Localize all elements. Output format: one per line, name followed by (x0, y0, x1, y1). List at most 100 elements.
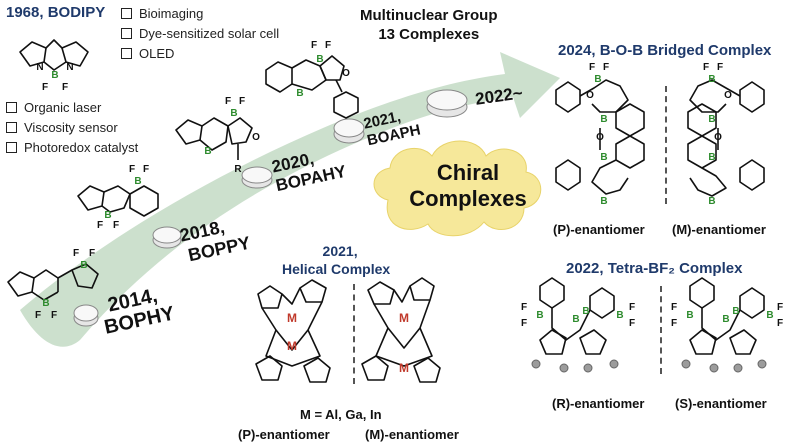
atom-label-b: B (708, 152, 715, 163)
atom-label-f: F (311, 40, 317, 51)
milestone-pill-2022 (426, 89, 468, 118)
atom-label-o: O (724, 90, 732, 101)
helical-name: Helical Complex (282, 261, 391, 277)
atom-label-f: F (717, 62, 723, 73)
bodipy-apps-right: Bioimaging Dye-sensitized solar cell OLE… (121, 6, 279, 61)
bob-p-structure (555, 79, 645, 195)
atom-label-f: F (521, 318, 527, 329)
atom-label-f: F (239, 96, 245, 107)
helical-year: 2021, (322, 243, 358, 259)
atom-label-f: F (97, 220, 103, 231)
atom-label-f: F (35, 310, 41, 321)
tetra-substituent-spheres (531, 359, 767, 373)
atom-label-n: N (36, 62, 43, 73)
tetra-divider (660, 286, 662, 374)
atom-label-b: B (708, 196, 715, 207)
app-label: Photoredox catalyst (24, 140, 139, 155)
atom-label-b: B (296, 88, 303, 99)
bob-right-label: (M)-enantiomer (672, 222, 766, 237)
atom-label-b: B (582, 306, 589, 317)
atom-label-b: B (616, 310, 623, 321)
app-item: Dye-sensitized solar cell (121, 26, 279, 41)
app-label: Bioimaging (139, 6, 204, 21)
atom-label-f: F (589, 62, 595, 73)
atom-label-f: F (629, 302, 635, 313)
atom-label-b: B (708, 74, 715, 85)
atom-label-f: F (325, 40, 331, 51)
helical-title: 2021, Helical Complex (282, 242, 390, 278)
atom-label-b: B (316, 54, 323, 65)
bophy-structure (7, 263, 99, 301)
tetra-s-structure (689, 277, 765, 355)
atom-label-b: B (722, 314, 729, 325)
atom-label-n: N (66, 62, 73, 73)
atom-label-b: B (594, 74, 601, 85)
atom-label-b: B (42, 298, 49, 309)
helical-m-structure (361, 277, 441, 383)
atom-label-m: M (399, 361, 409, 375)
multinuclear-line2: 13 Complexes (378, 26, 480, 43)
app-item: Bioimaging (121, 6, 279, 21)
atom-label-b: B (134, 176, 141, 187)
atom-label-f: F (143, 164, 149, 175)
multinuclear-line1: Multinuclear Group (360, 7, 498, 24)
atom-label-f: F (73, 248, 79, 259)
atom-label-m: M (399, 311, 409, 325)
tetra-left-label: (R)-enantiomer (552, 396, 645, 411)
atom-label-b: B (80, 260, 87, 271)
atom-label-b: B (51, 70, 58, 81)
atom-label-b: B (230, 108, 237, 119)
atom-label-f: F (603, 62, 609, 73)
bodipy-title: 1968, BODIPY (6, 4, 106, 21)
app-label: OLED (139, 46, 175, 61)
atom-label-b: B (572, 314, 579, 325)
atom-label-f: F (703, 62, 709, 73)
atom-label-f: F (521, 302, 527, 313)
atom-label-f: F (89, 248, 95, 259)
atom-label-f: F (777, 302, 783, 313)
helical-right-label: (M)-enantiomer (365, 427, 459, 442)
app-label: Dye-sensitized solar cell (139, 26, 280, 41)
atom-label-m: M (287, 339, 297, 353)
multinuclear-title: Multinuclear Group 13 Complexes (360, 6, 498, 44)
app-label: Organic laser (24, 100, 102, 115)
atom-label-m: M (287, 311, 297, 325)
atom-label-b: B (536, 310, 543, 321)
app-label: Viscosity sensor (24, 120, 118, 135)
atom-label-o: O (252, 132, 260, 143)
atom-label-f: F (671, 318, 677, 329)
milestone-pill-2020 (241, 166, 273, 189)
boppy-structure (77, 185, 159, 217)
helical-p-structure (255, 279, 331, 383)
atom-label-b: B (732, 306, 739, 317)
helical-metal-eq: M = Al, Ga, In (300, 407, 382, 422)
atom-label-o: O (596, 132, 604, 143)
atom-label-f: F (42, 82, 48, 93)
checkbox-icon (121, 8, 132, 19)
atom-label-f: F (129, 164, 135, 175)
atom-label-b: B (600, 152, 607, 163)
bob-divider (665, 86, 667, 204)
app-item: Organic laser (6, 100, 138, 115)
bob-m-structure (687, 79, 765, 197)
milestone-pill-2021 (333, 118, 365, 144)
checkbox-icon (6, 142, 17, 153)
atom-label-b: B (686, 310, 693, 321)
atom-label-b: B (766, 310, 773, 321)
atom-label-o: O (586, 90, 594, 101)
atom-label-f: F (671, 302, 677, 313)
bob-title: 2024, B-O-B Bridged Complex (558, 42, 772, 59)
atom-label-f: F (777, 318, 783, 329)
chiral-line2: Complexes (409, 186, 527, 211)
boaph-structure (265, 55, 359, 119)
atom-label-b: B (104, 210, 111, 221)
bob-left-label: (P)-enantiomer (553, 222, 645, 237)
atom-label-o: O (342, 68, 350, 79)
bodipy-structure (19, 39, 89, 71)
atom-label-f: F (62, 82, 68, 93)
chiral-line1: Chiral (436, 160, 500, 185)
checkbox-icon (121, 28, 132, 39)
atom-label-b: B (600, 114, 607, 125)
app-item: Viscosity sensor (6, 120, 138, 135)
atom-label-f: F (225, 96, 231, 107)
